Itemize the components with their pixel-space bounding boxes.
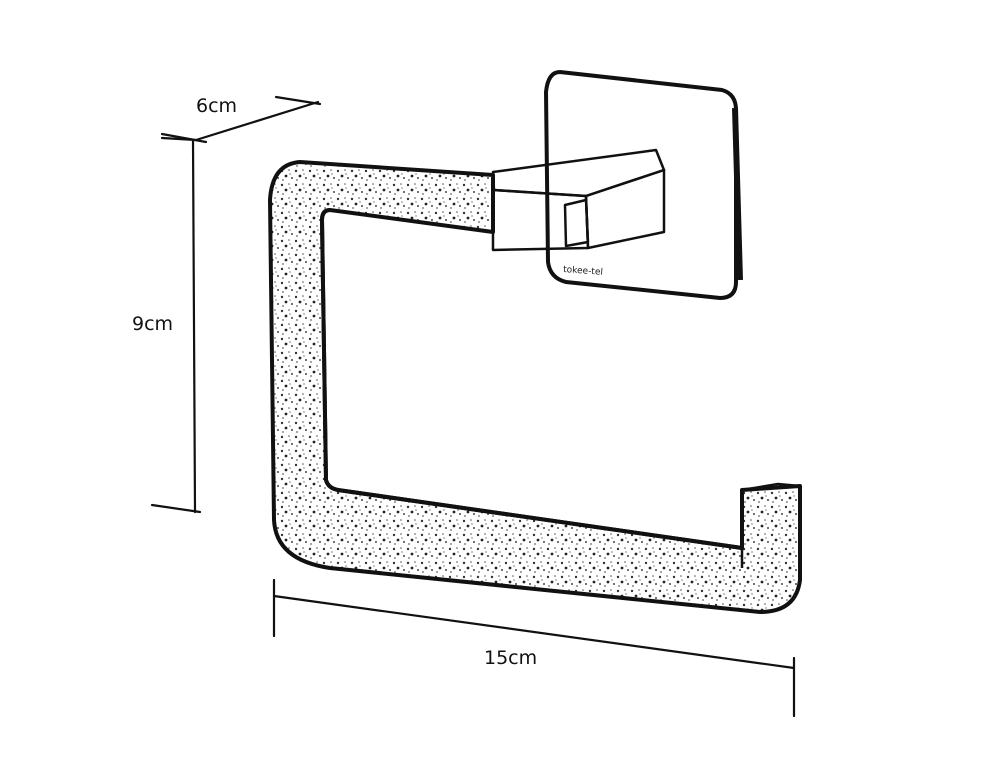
wall-mount-plate: tokee-tel (544, 70, 743, 300)
height-dimension: 9cm (132, 136, 202, 514)
depth-label: 6cm (196, 95, 237, 117)
ring-body (268, 160, 802, 614)
connector-arm (491, 148, 666, 252)
width-label: 15cm (484, 647, 537, 669)
brand-mark: tokee-tel (563, 265, 603, 278)
height-label: 9cm (132, 313, 173, 335)
depth-dimension: 6cm (160, 95, 322, 144)
width-dimension: 15cm (272, 578, 796, 718)
